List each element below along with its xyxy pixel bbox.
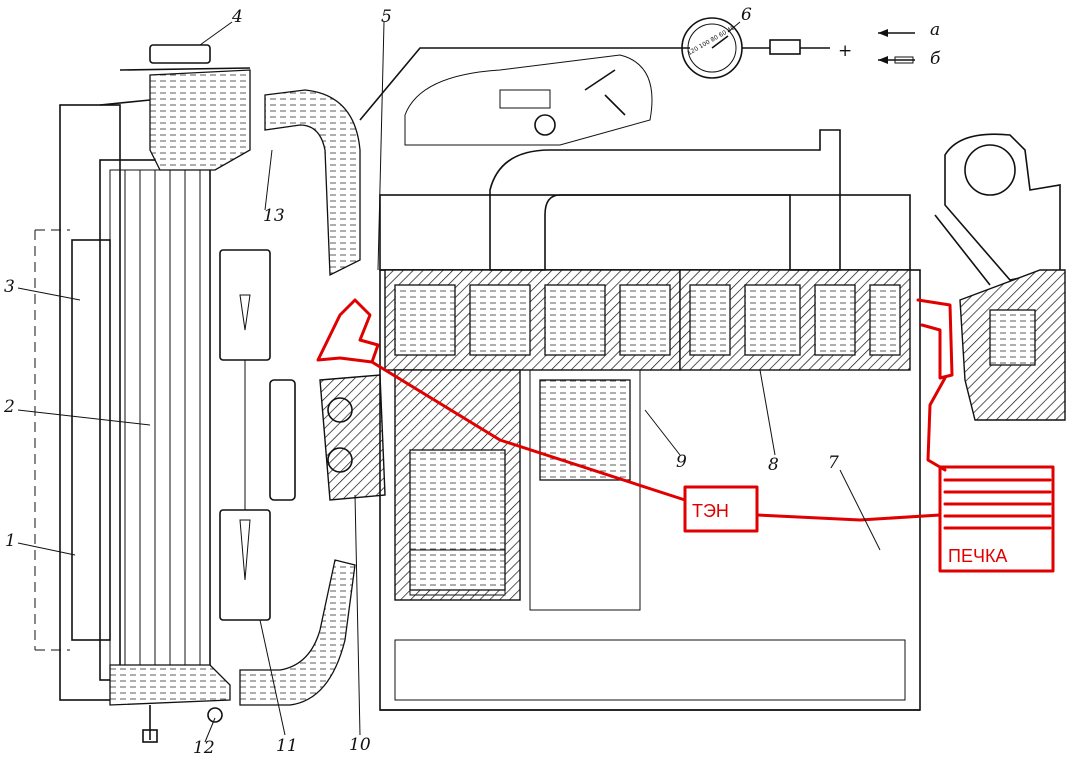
heater-element-label: ТЭН [692, 501, 729, 521]
stove-box [938, 465, 1055, 573]
callout-13: 13 [263, 206, 285, 226]
stove-label: ПЕЧКА [948, 546, 1007, 566]
callout-2: 2 [3, 397, 15, 417]
legend-b-label: б [930, 49, 941, 69]
callout-10: 10 [349, 735, 371, 755]
callout-12: 12 [193, 738, 215, 758]
legend-a-label: а [930, 20, 940, 40]
temperature-gauge: 120 100 80 60 40 + [681, 17, 852, 79]
air-filter [404, 54, 653, 146]
heater-valve-assembly [934, 133, 1066, 421]
callout-5: 5 [381, 7, 392, 27]
water-pump [319, 374, 386, 501]
callout-11: 11 [276, 736, 298, 756]
stove-return-pipe [916, 298, 954, 380]
callout-4: 4 [231, 7, 243, 27]
callout-9: 9 [676, 452, 687, 472]
sender-wire [359, 47, 690, 121]
callouts: 1 2 3 4 5 6 7 8 9 10 11 12 13 [3, 5, 881, 758]
callout-1: 1 [5, 531, 16, 551]
callout-7: 7 [828, 453, 839, 473]
heater-element-outline [316, 298, 380, 364]
radiator [34, 104, 211, 701]
radiator-bottom-tank [109, 664, 231, 706]
fan-assembly [219, 249, 296, 621]
upper-hose [264, 89, 361, 277]
lower-hose [239, 559, 356, 706]
heater-lead-wire [370, 360, 687, 502]
plus-sign: + [838, 41, 852, 61]
gauge-scale: 120 100 80 60 40 [686, 24, 736, 57]
callout-6: 6 [741, 5, 752, 25]
legend: а б [878, 20, 941, 69]
cylinder-liners [394, 369, 641, 611]
drain-cock [142, 705, 223, 743]
expansion-tank [99, 44, 251, 171]
stove-supply-pipe [926, 376, 947, 472]
cylinder-head [379, 194, 911, 371]
heater-element-box [683, 485, 759, 533]
callout-8: 8 [768, 455, 779, 475]
red-annotations: ТЭН ПЕЧКА [316, 298, 1055, 573]
intake-manifold [489, 129, 841, 271]
callout-3: 3 [4, 277, 15, 297]
heater-to-stove-wire [755, 513, 942, 522]
